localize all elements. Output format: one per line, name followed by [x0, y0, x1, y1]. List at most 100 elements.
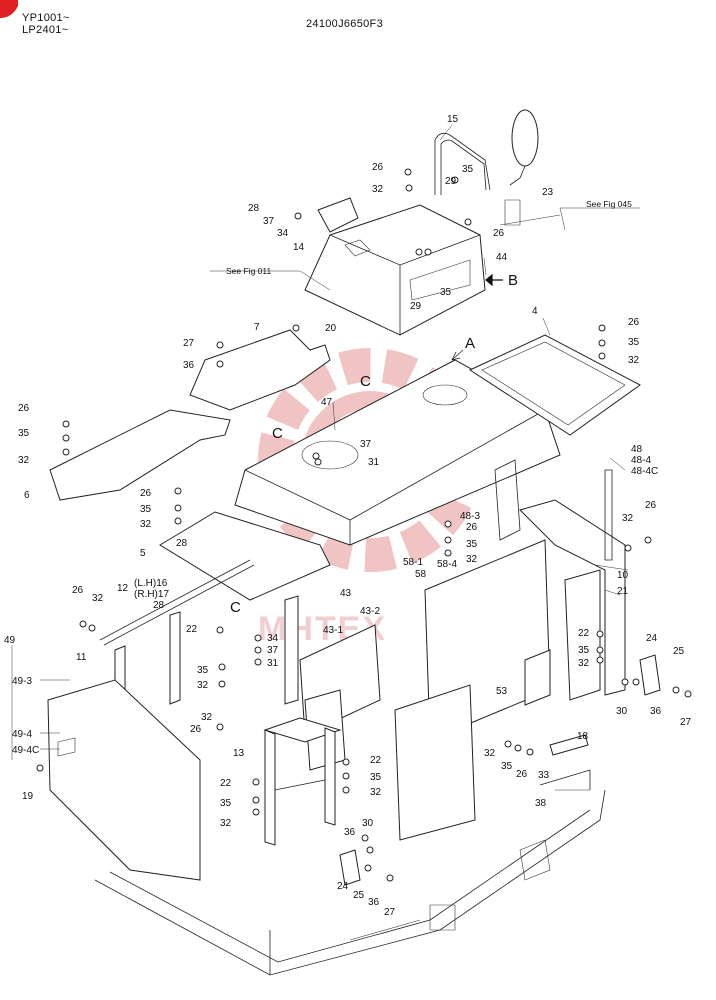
callout-26f: 26 — [140, 488, 152, 499]
callout-20: 20 — [325, 323, 337, 334]
callout-5: 5 — [140, 548, 146, 559]
callout-11: 11 — [76, 652, 87, 663]
callout-43: 43 — [340, 588, 352, 599]
side-frames — [494, 459, 626, 701]
callout-30: 30 — [616, 706, 628, 717]
ref-fig-011: See Fig 011 — [226, 266, 271, 276]
callout-26c: 26 — [18, 403, 30, 414]
callout-27c: 27 — [384, 907, 396, 918]
bracket-18 — [549, 734, 589, 756]
callout-28b: 28 — [176, 538, 188, 549]
callout-4: 4 — [532, 306, 538, 317]
callout-35d: 35 — [628, 337, 640, 348]
callout-37c: 37 — [267, 645, 279, 656]
callout-36: 36 — [650, 706, 662, 717]
callout-26i: 26 — [190, 724, 202, 735]
handrail — [434, 132, 491, 195]
callout-35k: 35 — [578, 645, 590, 656]
floor-mat-7 — [189, 329, 331, 411]
callout-49: 49 — [4, 635, 16, 646]
callout-32c: 32 — [18, 455, 30, 466]
floor-plate-6 — [49, 409, 231, 501]
bracket-14 — [317, 197, 359, 233]
callout-32h: 32 — [92, 593, 104, 604]
callout-26d: 26 — [628, 317, 640, 328]
callout-32i: 32 — [197, 680, 209, 691]
part-number: 24100J6650F3 — [306, 18, 383, 30]
callout-27b: 27 — [680, 717, 692, 728]
callout-43-2: 43-2 — [360, 606, 380, 617]
callout-32m: 32 — [578, 658, 590, 669]
view-letter-c-3: C — [230, 599, 241, 616]
model-range-2: LP2401~ — [22, 24, 69, 36]
callout-24b: 24 — [337, 881, 349, 892]
callout-37b: 37 — [360, 439, 372, 450]
callout-32k: 32 — [220, 818, 232, 829]
callout-29b: 29 — [410, 301, 422, 312]
view-arrow-b — [485, 273, 503, 287]
callout-12: 12 — [117, 583, 129, 594]
callout-58-1: 58-1 — [403, 557, 423, 568]
model-range-1: YP1001~ — [22, 12, 70, 24]
view-letter-b: B — [508, 272, 518, 289]
callout-48: 48 — [631, 444, 643, 455]
callout-19: 19 — [22, 791, 34, 802]
callout-22d: 22 — [578, 628, 590, 639]
callout-32j: 32 — [201, 712, 213, 723]
callout-32d: 32 — [628, 355, 640, 366]
corner-marker — [0, 0, 18, 18]
callout-32: 32 — [372, 184, 384, 195]
callout-32l: 32 — [370, 787, 382, 798]
callout-17: (R.H)17 — [134, 589, 169, 600]
ref-fig-045: See Fig 045 — [586, 199, 632, 209]
leader-lines — [11, 124, 640, 791]
callout-25b: 25 — [353, 890, 365, 901]
callout-34: 34 — [277, 228, 289, 239]
callout-26b: 26 — [493, 228, 505, 239]
cover-5 — [159, 511, 331, 601]
callout-13: 13 — [233, 748, 245, 759]
callout-35g: 35 — [466, 539, 478, 550]
callout-16: (L.H)16 — [134, 578, 168, 589]
callout-58-4: 58-4 — [437, 559, 457, 570]
callout-24: 24 — [646, 633, 658, 644]
mirror — [504, 109, 539, 226]
top-cover-47 — [234, 359, 561, 546]
callout-18: 18 — [577, 731, 589, 742]
callout-32n: 32 — [484, 748, 496, 759]
callout-25: 25 — [673, 646, 685, 657]
callout-32g: 32 — [466, 554, 478, 565]
callout-23: 23 — [542, 187, 554, 198]
panel-53 — [524, 649, 551, 706]
callout-35f: 35 — [140, 504, 152, 515]
callout-38: 38 — [535, 798, 547, 809]
bracket-24-bottom — [339, 849, 361, 886]
callout-48-4: 48-4 — [631, 455, 651, 466]
callout-33: 33 — [538, 770, 550, 781]
callout-35j: 35 — [370, 772, 382, 783]
callout-53: 53 — [496, 686, 508, 697]
callout-14: 14 — [293, 242, 305, 253]
post-13 — [263, 717, 342, 846]
callout-36c: 36 — [368, 897, 380, 908]
callout-35i: 35 — [220, 798, 232, 809]
callout-28c: 28 — [153, 600, 165, 611]
seat-assembly — [304, 204, 486, 336]
callout-28: 28 — [248, 203, 260, 214]
callout-48-3: 48-3 — [460, 511, 480, 522]
callout-36b: 36 — [344, 827, 356, 838]
callout-34b: 34 — [267, 633, 279, 644]
callout-35h: 35 — [197, 665, 209, 676]
callout-21: 21 — [617, 586, 629, 597]
callout-22c: 22 — [370, 755, 382, 766]
base-frame — [94, 789, 606, 976]
view-arrow-a — [451, 349, 464, 361]
callout-35c: 35 — [18, 428, 30, 439]
callout-29: 29 — [445, 176, 457, 187]
callout-35b: 35 — [440, 287, 452, 298]
callout-26e: 26 — [645, 500, 657, 511]
view-letter-a: A — [465, 335, 475, 352]
callout-49-3: 49-3 — [12, 676, 32, 687]
